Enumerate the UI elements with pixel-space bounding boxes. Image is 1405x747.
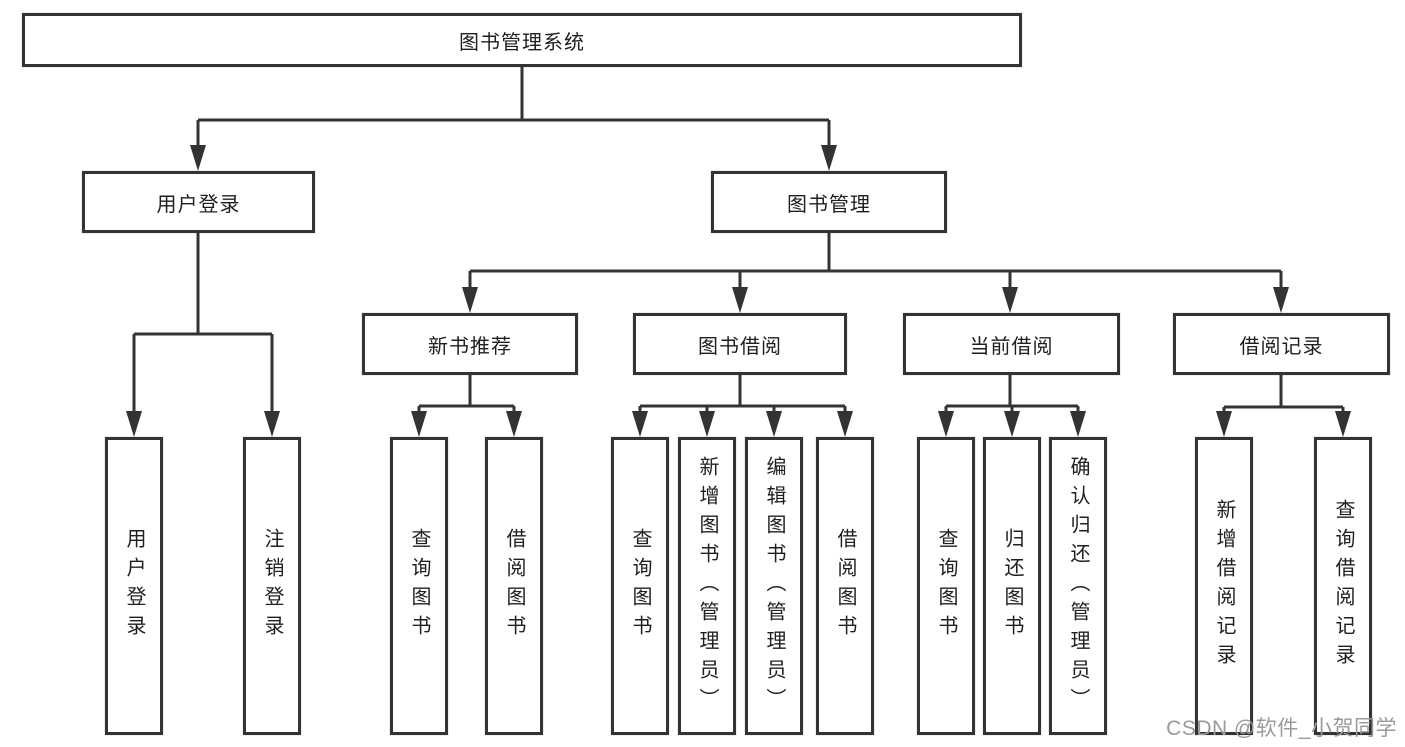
arrow-down-icon <box>1004 411 1020 437</box>
edge-current-borrow-children <box>938 375 1086 437</box>
arrow-down-icon <box>506 411 522 437</box>
node-root-system: 图书管理系统 <box>22 13 1022 67</box>
node-book-management: 图书管理 <box>711 171 947 233</box>
node-user-login: 用户登录 <box>82 171 315 233</box>
leaf-query-books-current: 查询图书 <box>917 437 975 735</box>
node-book-borrow: 图书借阅 <box>633 313 847 375</box>
leaf-return-books: 归还图书 <box>983 437 1041 735</box>
arrow-down-icon <box>264 411 280 437</box>
arrow-down-icon <box>1216 411 1232 437</box>
edge-borrow-records-children <box>1216 375 1351 437</box>
leaf-confirm-return-admin: 确认归还（管理员） <box>1049 437 1107 735</box>
csdn-watermark: CSDN @软件_小贺同学 <box>1166 717 1397 740</box>
arrow-down-icon <box>411 411 427 437</box>
leaf-edit-books-admin: 编辑图书（管理员） <box>745 437 803 735</box>
leaf-user-login: 用户登录 <box>105 437 163 735</box>
arrow-down-icon <box>1273 287 1289 313</box>
node-borrow-records: 借阅记录 <box>1173 313 1390 375</box>
edge-root-to-level2 <box>190 67 837 171</box>
arrow-down-icon <box>1002 287 1018 313</box>
arrow-down-icon <box>190 145 206 171</box>
leaf-query-books-recommend: 查询图书 <box>390 437 448 735</box>
edge-book-borrow-children <box>632 375 853 437</box>
arrow-down-icon <box>1070 411 1086 437</box>
arrow-down-icon <box>938 411 954 437</box>
arrow-down-icon <box>126 411 142 437</box>
node-new-book-recommend: 新书推荐 <box>362 313 578 375</box>
leaf-borrow-books-recommend: 借阅图书 <box>485 437 543 735</box>
edge-book-management-children <box>462 233 1289 313</box>
leaf-query-borrow-record: 查询借阅记录 <box>1314 437 1372 735</box>
leaf-query-books-borrow: 查询图书 <box>611 437 669 735</box>
arrow-down-icon <box>821 145 837 171</box>
arrow-down-icon <box>699 411 715 437</box>
arrow-down-icon <box>732 287 748 313</box>
arrow-down-icon <box>837 411 853 437</box>
edge-user-login-children <box>126 233 280 437</box>
arrow-down-icon <box>1335 411 1351 437</box>
leaf-borrow-books: 借阅图书 <box>816 437 874 735</box>
arrow-down-icon <box>766 411 782 437</box>
arrow-down-icon <box>632 411 648 437</box>
node-current-borrow: 当前借阅 <box>903 313 1120 375</box>
arrow-down-icon <box>462 287 478 313</box>
leaf-logout: 注销登录 <box>243 437 301 735</box>
edge-new-book-recommend-children <box>411 375 522 437</box>
leaf-add-books-admin: 新增图书（管理员） <box>678 437 736 735</box>
leaf-add-borrow-record: 新增借阅记录 <box>1195 437 1253 735</box>
